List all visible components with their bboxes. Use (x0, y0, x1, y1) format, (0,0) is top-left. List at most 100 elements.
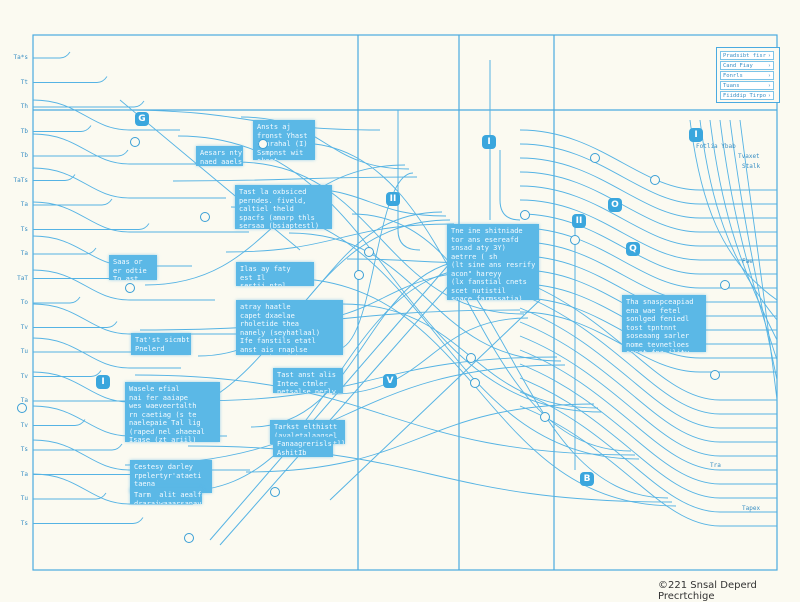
node-marker: O (608, 198, 622, 212)
node-marker: I (96, 375, 110, 389)
connection-line (192, 356, 558, 402)
connection-line (739, 119, 778, 401)
legend-entry-label: Fiiddip Tirpo (723, 93, 767, 99)
legend-entry-label: Tuans (723, 83, 740, 89)
junction-ring-icon (184, 533, 194, 543)
junction-ring-icon (650, 175, 660, 185)
legend-entry-label: Cand Fiay (723, 63, 753, 69)
connection-line (32, 269, 215, 301)
diagram-text-box: Cestesy darley rpelertyr'ataeti taena (130, 460, 212, 493)
connection-line (729, 119, 778, 381)
connection-line (288, 232, 562, 362)
legend-entry-label: Pradsibt fisr (723, 53, 767, 59)
connection-line (33, 394, 139, 402)
connection-line (32, 167, 226, 199)
left-tick-label: Ta (20, 250, 28, 257)
legend-entry: Pradsibt fisr› (720, 51, 774, 60)
left-tick-label: Ts (20, 446, 28, 453)
chevron-right-icon: › (767, 73, 771, 79)
connection-line (33, 419, 86, 426)
diagram-text-box: Tast la oxbsiced perndes. fiveld, caltie… (235, 185, 332, 229)
connection-line (519, 171, 777, 233)
connection-line (519, 143, 777, 205)
chevron-right-icon: › (767, 93, 771, 99)
diagram-text-box: Tast anst alis Intee ctmler netsalse ner… (273, 368, 343, 393)
junction-ring-icon (590, 153, 600, 163)
left-tick-label: Ts (20, 519, 28, 527)
left-tick-label: TaTs (13, 176, 28, 184)
junction-ring-icon (354, 270, 364, 280)
diagram-text-box: Ilas ay faty est Il sestii ntpl (236, 262, 314, 286)
left-tick-label: Ta*s (13, 54, 28, 61)
connection-line (519, 377, 777, 499)
left-tick-label: Ta (20, 470, 28, 478)
chevron-right-icon: › (767, 83, 771, 89)
connection-line (33, 443, 123, 451)
diagram-text-box: Saas or er odtie To ast (109, 255, 157, 280)
connection-line (32, 439, 250, 471)
junction-ring-icon (270, 487, 280, 497)
diagram-text-box: Tat'st sicmbt Pnelerd (131, 333, 191, 355)
junction-ring-icon (720, 280, 730, 290)
connection-line (32, 473, 193, 505)
diagram-text-box: Tarm alit aealfa draraiwaaarsanay Trearc… (130, 488, 202, 504)
connection-line (33, 198, 113, 206)
connection-line (33, 517, 144, 524)
connection-line (33, 370, 102, 377)
connection-line (32, 337, 181, 369)
diagram-text-box: Tne ine shitniade tor ans esereafd snsad… (447, 224, 539, 300)
footer-caption: ©221 Snsal Deperd Precrtchige (658, 580, 757, 602)
right-tick-label: Tapex (742, 505, 761, 512)
connection-line (33, 125, 92, 132)
connection-line (32, 99, 180, 131)
left-tick-label: Tb (20, 152, 28, 159)
connection-line (519, 213, 777, 275)
junction-ring-icon (470, 378, 480, 388)
connection-line (245, 403, 595, 473)
connection-line (499, 150, 521, 221)
connection-line (33, 76, 108, 83)
connection-line (519, 227, 777, 289)
right-tick-label: Fotlia Ybab (696, 143, 736, 150)
right-tick-label: Stalk (742, 163, 761, 170)
connection-line (235, 161, 525, 315)
connection-line (33, 247, 97, 255)
left-tick-label: To (20, 299, 28, 306)
legend-entry-label: Fonrls (723, 73, 743, 79)
right-tick-label: Fae (742, 258, 753, 265)
connection-line (519, 185, 777, 247)
junction-ring-icon (570, 235, 580, 245)
legend-entry: Cand Fiay › (720, 61, 774, 70)
node-marker: V (383, 374, 397, 388)
connection-line (519, 349, 777, 471)
connection-line (283, 277, 677, 507)
connection-line (329, 299, 541, 501)
junction-ring-icon (200, 212, 210, 222)
connection-line (351, 213, 669, 499)
chevron-right-icon: › (767, 63, 771, 69)
junction-ring-icon (130, 137, 140, 147)
diagram-text-box: Aesars nty naed aaels (196, 146, 243, 166)
node-marker: B (580, 472, 594, 486)
junction-ring-icon (710, 370, 720, 380)
connection-line (250, 258, 480, 428)
junction-ring-icon (364, 247, 374, 257)
left-tick-label: Th (20, 103, 28, 110)
connection-line (33, 149, 129, 157)
connection-line (33, 321, 118, 328)
connection-line (172, 176, 418, 182)
connection-line (32, 201, 249, 233)
connection-line (519, 279, 777, 401)
connection-line (33, 51, 71, 59)
legend-entry: Fonrls › (720, 71, 774, 80)
connection-line (519, 321, 777, 443)
left-tick-label: Tt (20, 78, 28, 86)
node-marker: II (572, 214, 586, 228)
connection-line (519, 335, 777, 457)
connection-line (124, 364, 566, 466)
diagram-text-box: Tha snaspceapiad ena wae fetel sonlged f… (622, 295, 706, 352)
left-tick-label: Ts (20, 225, 28, 233)
connection-line (134, 374, 636, 456)
node-marker: II (386, 192, 400, 206)
connection-line (519, 293, 777, 415)
